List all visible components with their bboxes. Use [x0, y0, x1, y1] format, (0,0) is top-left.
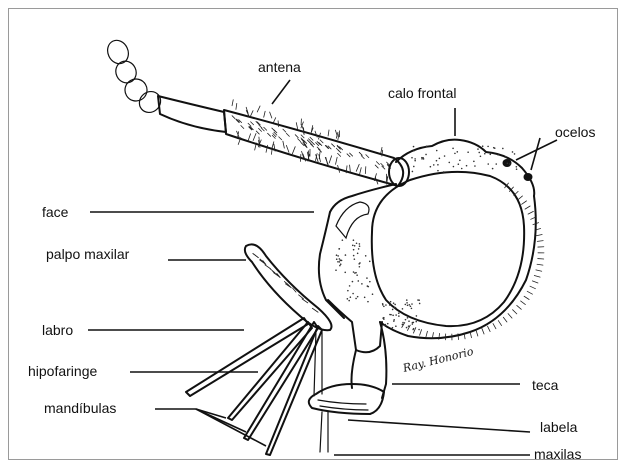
- antenna-drawing: [104, 37, 403, 186]
- label-ocelos: ocelos: [555, 124, 595, 140]
- ocellus-2: [524, 173, 533, 181]
- label-teca: teca: [532, 377, 559, 393]
- artist-signature: Ray. Honorio: [401, 345, 475, 375]
- label-labro: labro: [42, 322, 73, 338]
- label-hipofaringe: hipofaringe: [28, 363, 97, 379]
- label-antena: antena: [258, 59, 301, 75]
- label-face: face: [42, 204, 69, 220]
- label-maxilas: maxilas: [534, 446, 581, 462]
- label-palpo-maxilar: palpo maxilar: [46, 246, 130, 262]
- head-capsule-drawing: [319, 140, 544, 340]
- mouthparts-drawing: [186, 244, 386, 455]
- label-labela: labela: [540, 419, 578, 435]
- label-mandibulas: mandíbulas: [44, 400, 116, 416]
- labels: antena calo frontal ocelos face palpo ma…: [28, 59, 595, 462]
- label-calo-frontal: calo frontal: [388, 85, 456, 101]
- compound-eye: [372, 172, 524, 326]
